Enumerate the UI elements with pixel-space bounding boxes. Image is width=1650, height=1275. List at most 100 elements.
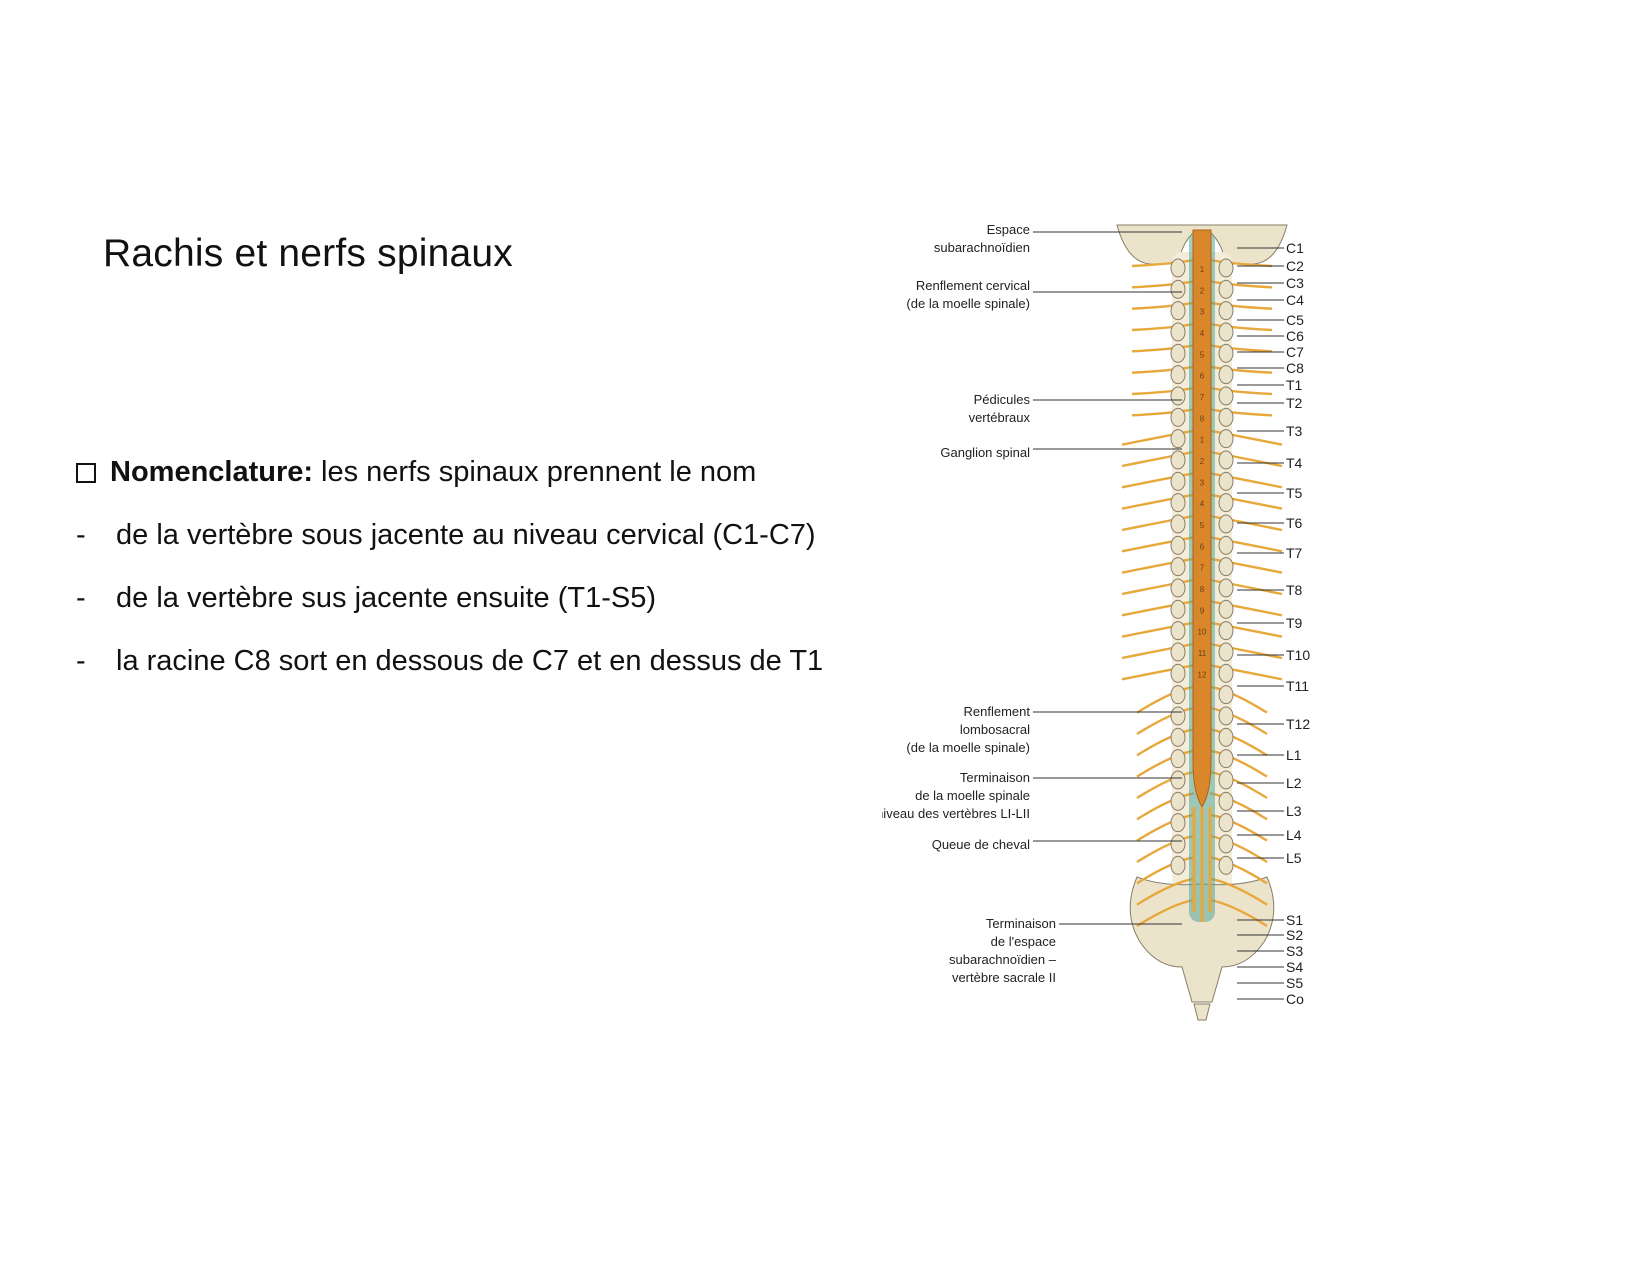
intro-text: les nerfs spinaux prennent le nom	[321, 456, 757, 488]
anatomy-label: (de la moelle spinale)	[906, 740, 1030, 755]
anatomy-label: vertèbre sacrale II	[952, 970, 1056, 985]
level-label: C7	[1286, 344, 1304, 360]
anatomy-label: vertébraux	[969, 410, 1031, 425]
level-label: C2	[1286, 258, 1304, 274]
segment-number: 1	[1200, 436, 1205, 445]
segment-number: 4	[1200, 500, 1205, 509]
pedicle	[1218, 493, 1234, 513]
segment-number: 8	[1200, 585, 1205, 594]
level-label: C4	[1286, 292, 1304, 308]
bullet-text: de la vertèbre sous jacente au niveau ce…	[116, 519, 816, 551]
pedicle	[1170, 365, 1186, 385]
level-label: T6	[1286, 515, 1303, 531]
spinal-cord	[1192, 229, 1212, 808]
anatomy-label: de l'espace	[991, 934, 1056, 949]
level-label: L2	[1286, 775, 1302, 791]
anatomy-label: Espace	[987, 222, 1030, 237]
pedicle	[1170, 834, 1186, 854]
pedicle	[1218, 855, 1234, 875]
intro-bold: Nomenclature:	[110, 456, 314, 488]
pedicle	[1170, 706, 1186, 726]
pedicle	[1170, 749, 1186, 769]
bullet-item: - de la vertèbre sous jacente au niveau …	[76, 519, 896, 582]
pedicle	[1170, 727, 1186, 747]
pedicle	[1170, 663, 1186, 683]
checkbox-bullet-icon	[76, 463, 96, 483]
pedicle	[1218, 685, 1234, 705]
segment-number: 11	[1198, 649, 1207, 658]
pedicle	[1218, 386, 1234, 406]
level-label: S2	[1286, 927, 1303, 943]
pedicle	[1170, 322, 1186, 342]
pedicle	[1170, 471, 1186, 491]
level-label: C1	[1286, 240, 1304, 256]
level-label: C8	[1286, 360, 1304, 376]
bullet-marker: -	[76, 582, 86, 614]
anatomy-label: Terminaison	[986, 916, 1056, 931]
pedicle	[1218, 301, 1234, 321]
segment-number: 5	[1200, 350, 1205, 359]
pedicle	[1218, 706, 1234, 726]
level-label: T10	[1286, 647, 1310, 663]
level-label: T12	[1286, 716, 1310, 732]
anatomy-label: (de la moelle spinale)	[906, 296, 1030, 311]
pedicle	[1218, 621, 1234, 641]
pedicle	[1170, 642, 1186, 662]
segment-number: 7	[1200, 393, 1205, 402]
level-label: S1	[1286, 912, 1303, 928]
anatomy-label: Queue de cheval	[932, 837, 1030, 852]
level-label: L3	[1286, 803, 1302, 819]
level-label: T11	[1286, 678, 1309, 694]
pedicle	[1170, 621, 1186, 641]
anatomy-label: subarachnoïdien	[934, 240, 1030, 255]
level-label: T1	[1286, 377, 1303, 393]
segment-number: 5	[1200, 521, 1205, 530]
segment-number: 8	[1200, 414, 1205, 423]
anatomy-label: subarachnoïdien –	[949, 952, 1057, 967]
level-label: L1	[1286, 747, 1302, 763]
pedicle	[1218, 514, 1234, 534]
level-label: S3	[1286, 943, 1303, 959]
pedicle	[1170, 685, 1186, 705]
level-label: T5	[1286, 485, 1303, 501]
level-label: L4	[1286, 827, 1302, 843]
pedicle	[1218, 471, 1234, 491]
pedicle	[1170, 514, 1186, 534]
spinal-nerves-illustration: 12345678123456789101112C1C2C3C4C5C6C7C8T…	[882, 222, 1310, 1021]
pedicle	[1170, 258, 1186, 278]
pedicle	[1218, 791, 1234, 811]
anatomy-label: Pédicules	[974, 392, 1031, 407]
segment-number: 3	[1200, 308, 1205, 317]
bullet-item: - de la vertèbre sus jacente ensuite (T1…	[76, 582, 896, 645]
bullet-marker: -	[76, 519, 86, 551]
anatomy-label: de la moelle spinale	[915, 788, 1030, 803]
intro-line: Nomenclature: les nerfs spinaux prennent…	[76, 456, 896, 519]
pedicle	[1170, 557, 1186, 577]
pedicle	[1218, 450, 1234, 470]
segment-number: 3	[1200, 478, 1205, 487]
pedicle	[1218, 599, 1234, 619]
pedicle	[1170, 791, 1186, 811]
segment-number: 10	[1198, 628, 1207, 637]
slide-title: Rachis et nerfs spinaux	[103, 232, 513, 275]
level-label: T2	[1286, 395, 1303, 411]
pedicle	[1218, 642, 1234, 662]
segment-number: 7	[1200, 564, 1205, 573]
pedicle	[1170, 813, 1186, 833]
level-label: L5	[1286, 850, 1302, 866]
pedicle	[1218, 258, 1234, 278]
segment-number: 6	[1200, 372, 1205, 381]
pedicle	[1170, 855, 1186, 875]
pedicle	[1170, 301, 1186, 321]
segment-number: 2	[1200, 286, 1205, 295]
bullet-text: la racine C8 sort en dessous de C7 et en…	[116, 645, 824, 677]
pedicle	[1170, 450, 1186, 470]
bullet-marker: -	[76, 645, 86, 677]
pedicle	[1170, 407, 1186, 427]
pedicle	[1218, 279, 1234, 299]
pedicle	[1218, 343, 1234, 363]
pedicle	[1218, 813, 1234, 833]
segment-number: 1	[1200, 265, 1205, 274]
anatomy-label: Renflement	[964, 704, 1031, 719]
